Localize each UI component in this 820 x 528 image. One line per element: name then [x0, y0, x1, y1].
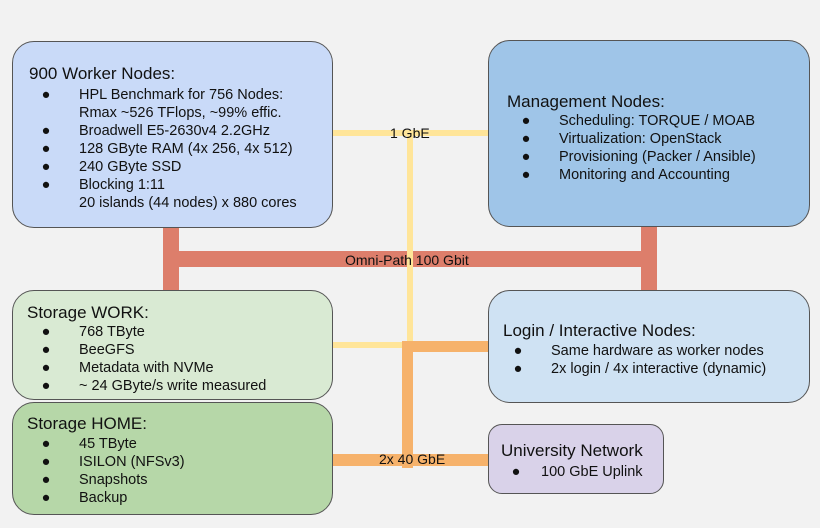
list-item: ● 128 GByte RAM (4x 256, 4x 512) — [39, 140, 297, 158]
gbe1-link-work-horizontal — [333, 342, 413, 348]
list-item-continuation: 20 islands (44 nodes) x 880 cores — [79, 195, 297, 211]
gbe40-link-label: 2x 40 GbE — [379, 451, 446, 467]
login-nodes-box: Login / Interactive Nodes: ● Same hardwa… — [488, 290, 810, 403]
list-item-text: Provisioning (Packer / Ansible) — [559, 149, 756, 165]
list-item: ● Broadwell E5-2630v4 2.2GHz — [39, 122, 297, 140]
list-item-text: 45 TByte — [79, 436, 137, 452]
storage-work-box: Storage WORK: ● 768 TByte ● BeeGFS ● Met… — [12, 290, 333, 400]
bullet-icon: ● — [521, 113, 531, 129]
bullet-icon: ● — [511, 464, 521, 480]
list-item: ● 240 GByte SSD — [39, 158, 297, 176]
worker-nodes-title: 900 Worker Nodes: — [29, 64, 176, 83]
gbe1-link-top-horizontal — [333, 130, 489, 136]
list-item-text: 240 GByte SSD — [79, 159, 182, 175]
bullet-icon: ● — [41, 342, 51, 358]
bullet-icon: ● — [521, 131, 531, 147]
gbe40-link-bottom-horizontal — [333, 454, 489, 466]
list-item-text: Broadwell E5-2630v4 2.2GHz — [79, 123, 271, 139]
list-item-text: 100 GbE Uplink — [541, 464, 643, 480]
gbe1-link-vertical — [407, 130, 413, 348]
list-item: ● ~ 24 GByte/s write measured — [39, 377, 267, 395]
list-item-text: Same hardware as worker nodes — [551, 343, 764, 359]
list-item-text: ~ 24 GByte/s write measured — [79, 378, 267, 394]
bullet-icon: ● — [41, 123, 51, 139]
bullet-icon: ● — [41, 360, 51, 376]
storage-home-title: Storage HOME: — [27, 414, 147, 433]
list-item-text: Snapshots — [79, 472, 148, 488]
list-item: ● Same hardware as worker nodes — [511, 342, 766, 360]
list-item-text: Metadata with NVMe — [79, 360, 214, 376]
storage-work-list: ● 768 TByte ● BeeGFS ● Metadata with NVM… — [39, 323, 267, 395]
list-item-text: Blocking 1:11 — [79, 177, 165, 193]
list-item: ● 100 GbE Uplink — [509, 463, 643, 481]
list-item: ● ISILON (NFSv3) — [39, 453, 185, 471]
list-item: ● Monitoring and Accounting — [519, 166, 756, 184]
bullet-icon: ● — [41, 472, 51, 488]
list-item-text: HPL Benchmark for 756 Nodes: — [79, 87, 284, 103]
list-item: ● Blocking 1:11 20 islands (44 nodes) x … — [39, 176, 297, 212]
bullet-icon: ● — [41, 378, 51, 394]
management-nodes-list: ● Scheduling: TORQUE / MOAB ● Virtualiza… — [519, 112, 756, 184]
list-item-text: Scheduling: TORQUE / MOAB — [559, 113, 756, 129]
management-nodes-title: Management Nodes: — [507, 92, 665, 111]
list-item-text: 128 GByte RAM (4x 256, 4x 512) — [79, 141, 293, 157]
bullet-icon: ● — [41, 324, 51, 340]
bullet-icon: ● — [41, 159, 51, 175]
management-nodes-box: Management Nodes: ● Scheduling: TORQUE /… — [488, 40, 810, 227]
bullet-icon: ● — [521, 149, 531, 165]
list-item-text: ISILON (NFSv3) — [79, 454, 185, 470]
bullet-icon: ● — [41, 141, 51, 157]
bullet-icon: ● — [41, 436, 51, 452]
list-item: ● Virtualization: OpenStack — [519, 130, 756, 148]
list-item: ● Snapshots — [39, 471, 185, 489]
list-item: ● Provisioning (Packer / Ansible) — [519, 148, 756, 166]
list-item: ● HPL Benchmark for 756 Nodes: Rmax ~526… — [39, 86, 297, 122]
gbe40-link-login-horizontal — [402, 341, 489, 352]
login-nodes-title: Login / Interactive Nodes: — [503, 321, 696, 340]
login-nodes-list: ● Same hardware as worker nodes ● 2x log… — [511, 342, 767, 378]
bullet-icon: ● — [41, 454, 51, 470]
university-network-box: University Network ● 100 GbE Uplink — [488, 424, 664, 494]
list-item: ● 45 TByte — [39, 435, 185, 453]
list-item-text: 2x login / 4x interactive (dynamic) — [551, 361, 767, 377]
storage-work-title: Storage WORK: — [27, 303, 149, 322]
list-item: ● 768 TByte — [39, 323, 266, 341]
storage-home-box: Storage HOME: ● 45 TByte ● ISILON (NFSv3… — [12, 402, 333, 515]
gbe40-link-vertical — [402, 341, 413, 468]
omnipath-link-label: Omni-Path 100 Gbit — [345, 252, 469, 268]
bullet-icon: ● — [513, 343, 523, 359]
list-item: ● Scheduling: TORQUE / MOAB — [519, 112, 756, 130]
list-item: ● 2x login / 4x interactive (dynamic) — [511, 360, 767, 378]
list-item-text: Backup — [79, 490, 128, 506]
storage-home-list: ● 45 TByte ● ISILON (NFSv3) ● Snapshots … — [39, 435, 185, 507]
list-item-continuation: Rmax ~526 TFlops, ~99% effic. — [79, 105, 282, 121]
list-item-text: Monitoring and Accounting — [559, 167, 730, 183]
list-item: ● Metadata with NVMe — [39, 359, 266, 377]
list-item: ● BeeGFS — [39, 341, 266, 359]
bullet-icon: ● — [41, 177, 51, 193]
list-item: ● Backup — [39, 489, 185, 507]
university-network-list: ● 100 GbE Uplink — [509, 463, 643, 481]
bullet-icon: ● — [41, 490, 51, 506]
worker-nodes-list: ● HPL Benchmark for 756 Nodes: Rmax ~526… — [39, 86, 297, 212]
university-network-title: University Network — [501, 441, 643, 460]
worker-nodes-box: 900 Worker Nodes: ● HPL Benchmark for 75… — [12, 41, 333, 228]
bullet-icon: ● — [513, 361, 523, 377]
bullet-icon: ● — [521, 167, 531, 183]
bullet-icon: ● — [41, 87, 51, 103]
list-item-text: 768 TByte — [79, 324, 145, 340]
gbe1-link-label: 1 GbE — [390, 125, 430, 141]
list-item-text: BeeGFS — [79, 342, 135, 358]
list-item-text: Virtualization: OpenStack — [559, 131, 722, 147]
